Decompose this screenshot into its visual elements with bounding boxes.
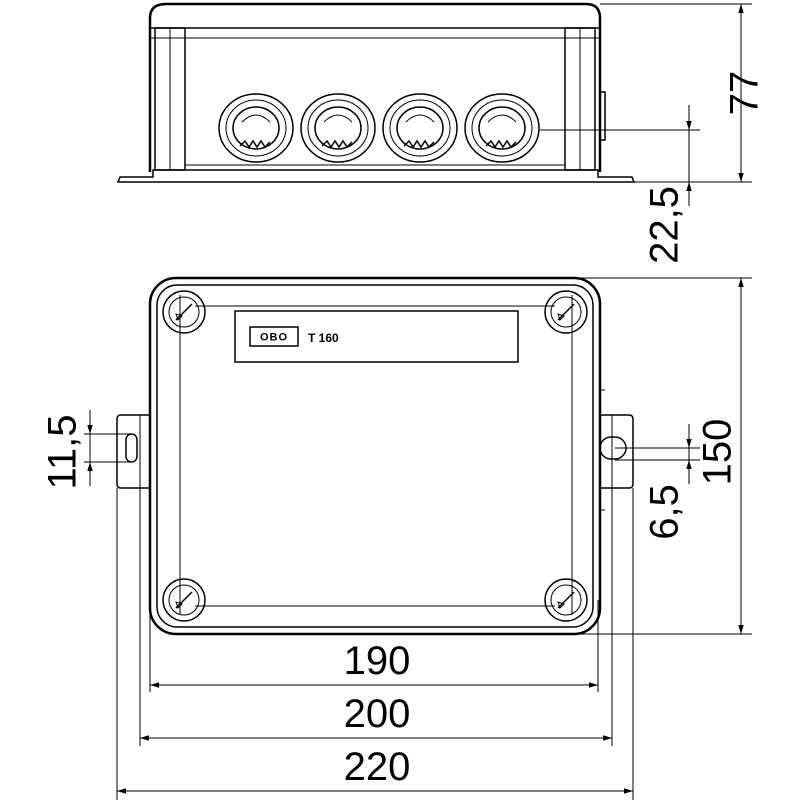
lid-screws xyxy=(162,290,588,622)
screw-slot xyxy=(557,591,575,609)
lid-screw xyxy=(162,578,206,622)
gland-mid-ring xyxy=(307,99,369,157)
gland-membrane xyxy=(323,114,353,123)
cable-entry-gland xyxy=(300,93,376,163)
cable-entry-gland xyxy=(464,93,540,163)
dim-hole-width: 11,5 xyxy=(41,415,85,490)
gland-teeth xyxy=(321,139,353,149)
gland-mid-ring xyxy=(389,99,451,157)
dim-hole-height: 6,5 xyxy=(643,484,687,540)
gland-outer-ring xyxy=(300,93,376,163)
gland-membrane xyxy=(405,114,435,123)
side-nub xyxy=(599,91,606,141)
screw-head xyxy=(550,296,582,328)
cable-entry-gland xyxy=(382,93,458,163)
gland-mid-ring xyxy=(471,99,533,157)
screw-slot xyxy=(175,303,193,321)
screw-arrow xyxy=(175,313,183,321)
gland-inner-ring xyxy=(232,106,280,150)
lid-screw xyxy=(162,290,206,334)
gland-outer-ring xyxy=(218,93,294,163)
gland-inner-ring xyxy=(396,106,444,150)
gland-teeth xyxy=(403,139,435,149)
right-mounting-tab xyxy=(600,414,634,489)
gland-inner-ring xyxy=(478,106,526,150)
dim-lid-offset: 22,5 xyxy=(643,186,687,264)
side-view-flange xyxy=(116,169,636,183)
top-view-housing xyxy=(148,276,602,636)
screw-boss xyxy=(544,578,588,622)
side-view-housing xyxy=(148,2,602,172)
cable-entries xyxy=(218,93,540,163)
screw-head xyxy=(168,584,200,616)
gland-inner-ring xyxy=(314,106,362,150)
label-field xyxy=(234,310,519,363)
brand-logo xyxy=(249,326,299,347)
cable-entry-gland xyxy=(218,93,294,163)
screw-arrow xyxy=(175,601,183,609)
dim-inner-width: 190 xyxy=(344,639,411,683)
dim-overall-width: 220 xyxy=(344,745,411,789)
gland-outer-ring xyxy=(382,93,458,163)
gland-teeth xyxy=(485,139,517,149)
screw-head xyxy=(168,296,200,328)
side-view: 77 22,5 xyxy=(116,2,767,264)
gland-outer-ring xyxy=(464,93,540,163)
left-mounting-hole xyxy=(125,433,138,463)
dim-height: 77 xyxy=(723,71,767,116)
screw-head xyxy=(550,584,582,616)
screw-arrow xyxy=(557,601,565,609)
screw-slot xyxy=(175,591,193,609)
screw-boss xyxy=(162,578,206,622)
gland-teeth xyxy=(239,139,271,149)
left-mounting-tab xyxy=(116,414,150,489)
screw-boss xyxy=(162,290,206,334)
screw-slot xyxy=(557,303,575,321)
brand-logo-text: OBO xyxy=(260,332,288,344)
gland-membrane xyxy=(487,114,517,123)
lid-screw xyxy=(544,290,588,334)
dim-depth: 150 xyxy=(696,419,740,486)
lid-screw xyxy=(544,578,588,622)
dim-body-width: 200 xyxy=(344,692,411,736)
model-label: T 160 xyxy=(308,331,339,345)
top-view: OBO T 160 11,5 6,5 150 190 200 xyxy=(41,276,752,800)
screw-boss xyxy=(544,290,588,334)
gland-membrane xyxy=(241,114,271,123)
screw-arrow xyxy=(557,313,565,321)
lid-outline xyxy=(156,284,594,628)
gland-mid-ring xyxy=(225,99,287,157)
